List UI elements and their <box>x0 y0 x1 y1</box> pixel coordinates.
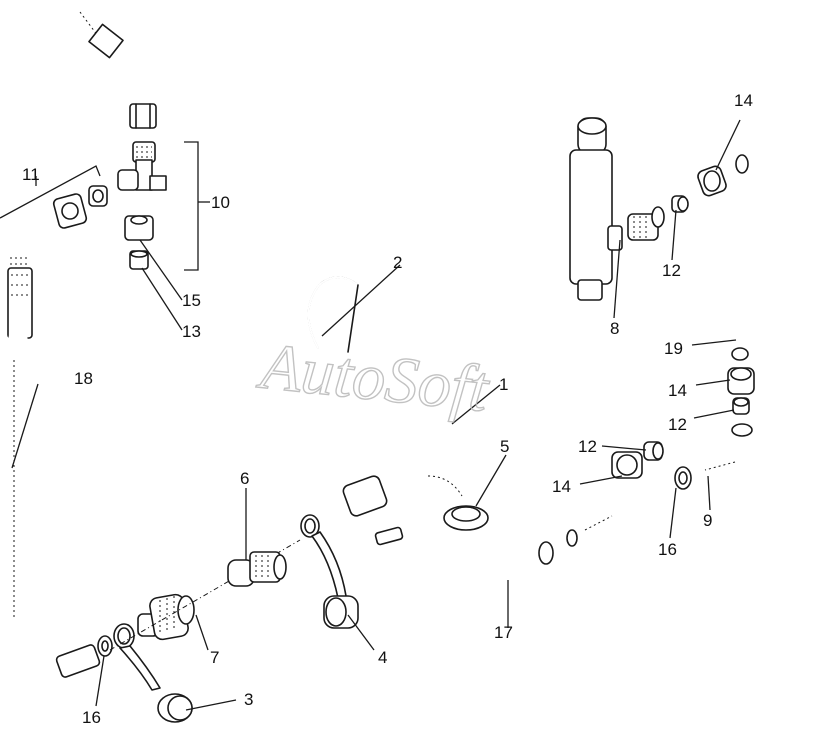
callout-7: 7 <box>210 648 219 667</box>
nut-14-low <box>611 451 643 479</box>
callout-18: 18 <box>74 369 93 388</box>
tee-fitting <box>117 141 167 191</box>
callout-12-low: 12 <box>578 437 597 456</box>
fitting-nut-11 <box>52 185 108 229</box>
callout-19: 19 <box>664 339 683 358</box>
ring-12-top <box>671 195 689 213</box>
grommet-5 <box>443 505 489 531</box>
callout-12-top: 12 <box>662 261 681 280</box>
watermark-text: AutoSoft <box>254 329 493 426</box>
nut-14-mid <box>727 367 755 395</box>
callout-11: 11 <box>22 165 40 184</box>
callout-16-right: 16 <box>658 540 677 559</box>
callout-10: 10 <box>211 193 230 212</box>
callout-13: 13 <box>182 322 201 341</box>
ring-12-low <box>643 441 664 461</box>
leader-lines <box>0 119 741 711</box>
callout-8: 8 <box>610 319 619 338</box>
hydraulic-cylinder <box>569 117 623 301</box>
elbow-hose-9 <box>690 422 754 480</box>
long-hose-18 <box>6 267 101 682</box>
quick-coupler-6 <box>227 551 287 587</box>
pipe-17 <box>342 461 554 580</box>
callout-2: 2 <box>393 253 402 272</box>
callout-5: 5 <box>500 437 509 456</box>
ring-12-mid <box>732 397 750 415</box>
callout-16-left: 16 <box>82 708 101 727</box>
adapter-8 <box>627 206 665 241</box>
callout-1: 1 <box>499 375 508 394</box>
callout-3: 3 <box>244 690 253 709</box>
quick-coupler-7 <box>137 593 195 641</box>
callout-15: 15 <box>182 291 201 310</box>
dust-cap-4 <box>300 514 359 629</box>
callout-17: 17 <box>494 623 513 642</box>
fitting-nut-15 <box>124 215 154 241</box>
callout-labels: 1 2 3 4 5 6 7 8 9 10 11 12 12 12 13 14 1… <box>22 91 753 727</box>
callout-4: 4 <box>378 648 387 667</box>
top-hose-assembly <box>65 0 157 129</box>
callout-14-low: 14 <box>552 477 571 496</box>
callout-12-mid: 12 <box>668 415 687 434</box>
clamp-2 <box>307 276 359 353</box>
pipe-19 <box>731 123 810 361</box>
callout-6: 6 <box>240 469 249 488</box>
dust-cap-3 <box>113 623 193 723</box>
clamp-1 <box>343 376 466 546</box>
callout-9: 9 <box>703 511 712 530</box>
fitting-ring-13 <box>129 250 149 270</box>
adapter-pipe-lower <box>565 485 667 547</box>
elbow-fitting-11 <box>10 215 47 265</box>
callout-14-mid: 14 <box>668 381 687 400</box>
callout-14-top: 14 <box>734 91 753 110</box>
washer-16-right <box>674 466 692 490</box>
nut-14-top <box>697 165 727 197</box>
washer-16-left <box>97 635 113 657</box>
